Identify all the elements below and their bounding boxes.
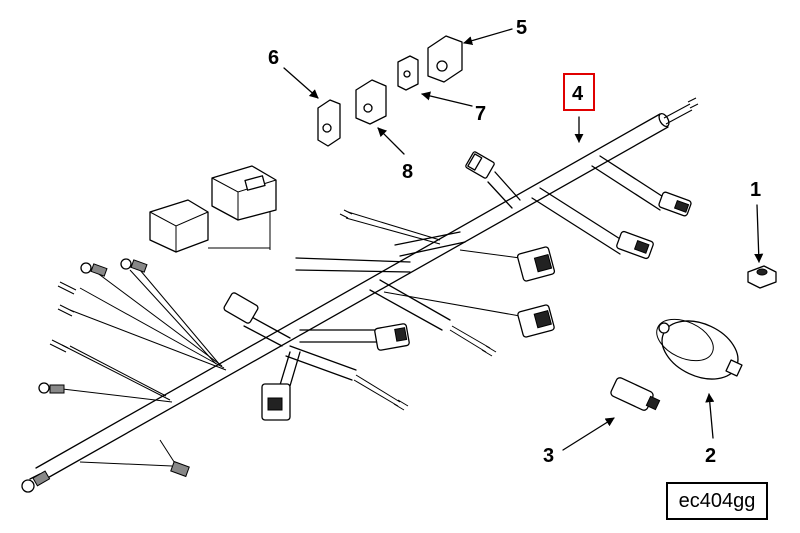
callout-1: 1 — [750, 179, 761, 201]
connector-center-1 — [516, 246, 556, 282]
reference-code-box: ec404gg — [666, 482, 768, 520]
callout-4-highlight-box — [563, 73, 595, 111]
callout-6: 6 — [268, 47, 279, 69]
temperature-sensor-part-3 — [610, 377, 661, 411]
leader-arrows — [283, 28, 764, 451]
main-harness-trunk — [29, 103, 693, 481]
connector-lower-center — [261, 383, 291, 421]
reference-code: ec404gg — [678, 489, 756, 512]
clip-part-7 — [397, 55, 419, 91]
callout-8: 8 — [402, 161, 413, 183]
clip-part-8 — [355, 79, 387, 125]
clip-part-5 — [427, 35, 463, 83]
connector-upper-center — [465, 151, 495, 179]
callout-3: 3 — [543, 445, 554, 467]
fitting-part-1 — [747, 265, 777, 289]
connector-right-2 — [616, 230, 654, 260]
relay-block-upper — [211, 165, 277, 221]
callout-7: 7 — [475, 103, 486, 125]
callout-2: 2 — [705, 445, 716, 467]
harness-branches-upper — [243, 155, 669, 387]
connector-center-3 — [374, 323, 410, 351]
ring-terminals-left — [21, 258, 190, 493]
callout-4: 4 — [572, 83, 584, 105]
clip-part-6 — [317, 99, 341, 147]
relay-block-lower — [149, 199, 209, 253]
pigtail-ends — [339, 97, 699, 411]
callout-5: 5 — [516, 17, 527, 39]
harness-thin-leads — [53, 200, 521, 469]
connector-right-1 — [658, 191, 692, 217]
connector-left-center — [223, 292, 259, 324]
pressure-sender-part-2 — [656, 318, 743, 380]
connector-center-2 — [517, 304, 555, 338]
